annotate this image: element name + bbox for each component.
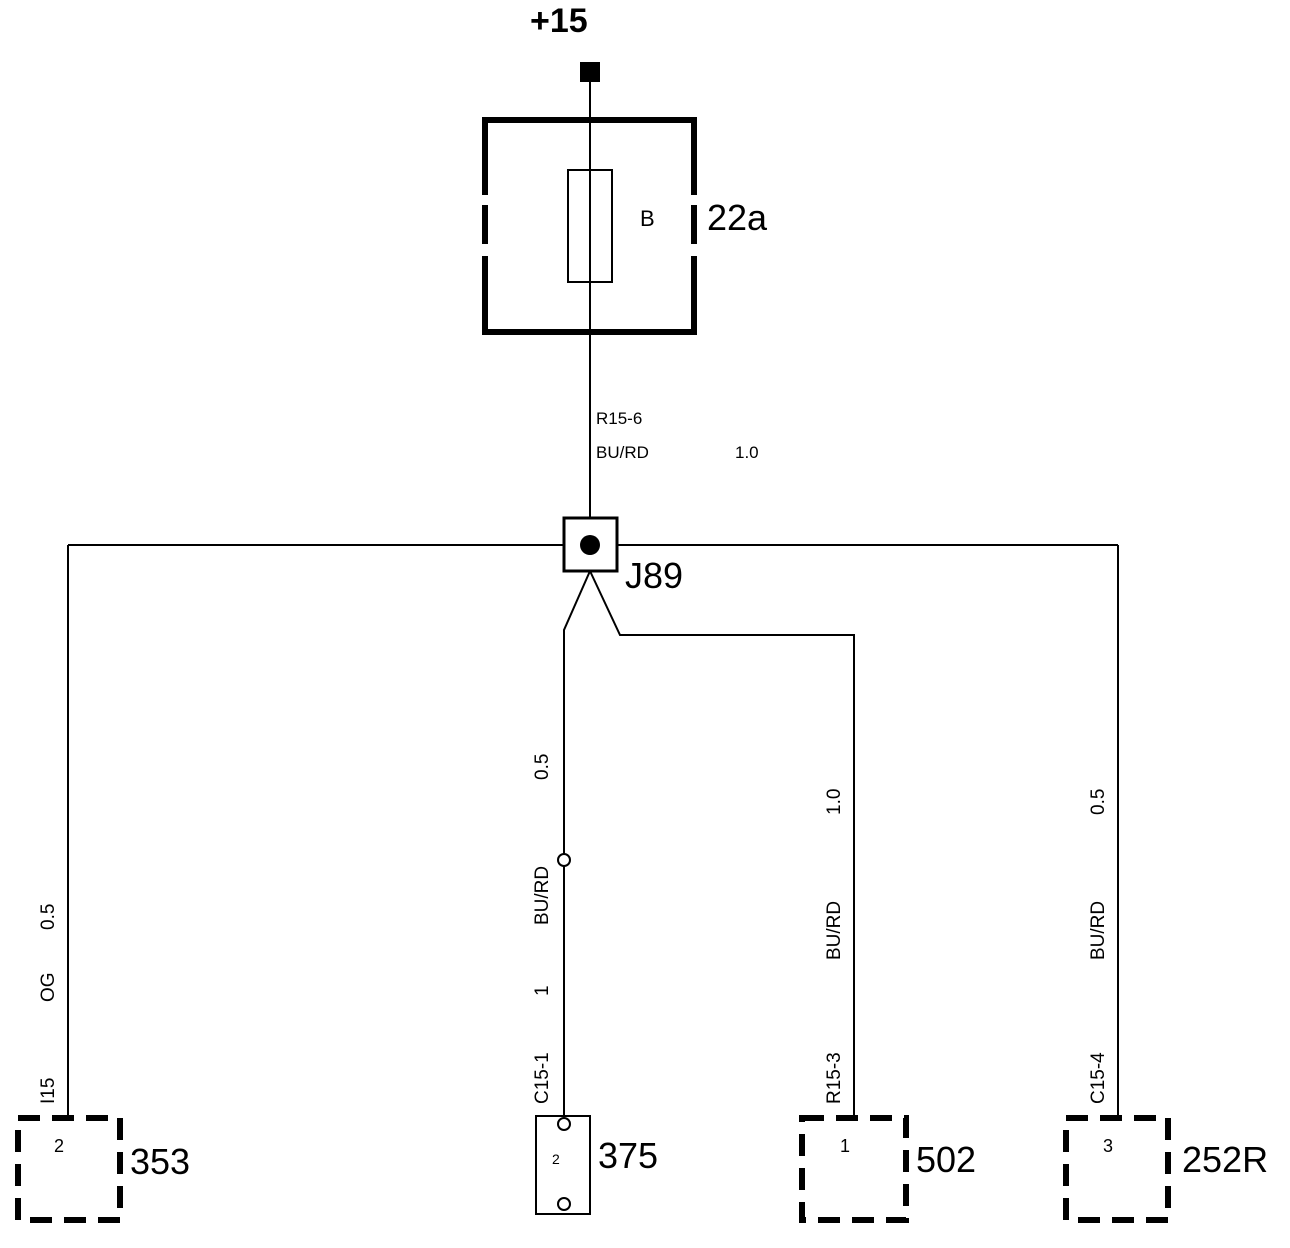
- branch-375-color: BU/RD: [532, 866, 553, 925]
- junction-id: J89: [625, 555, 683, 596]
- branch-375-terminal: [557, 853, 571, 867]
- component-353-box: [15, 1115, 123, 1223]
- component-375-pin-top: [557, 1117, 571, 1131]
- branch-375-wire: [563, 570, 591, 1120]
- component-375-id: 375: [598, 1135, 658, 1176]
- branch-252R-connector: C15-4: [1088, 1052, 1109, 1104]
- branch-353-connector: I15: [38, 1078, 59, 1104]
- junction-dot: [580, 535, 600, 555]
- component-252R-pin: 3: [1103, 1136, 1113, 1156]
- branch-353-color: OG: [38, 972, 59, 1002]
- component-502-id: 502: [916, 1139, 976, 1180]
- component-502-box: [799, 1115, 909, 1223]
- fuse-inner-label: B: [640, 206, 655, 231]
- supply-label: +15: [530, 2, 588, 40]
- branch-502-color: BU/RD: [824, 901, 845, 960]
- main-wire-color: BU/RD: [596, 443, 649, 462]
- branch-502-connector: R15-3: [824, 1052, 845, 1104]
- main-wire-connector: R15-6: [596, 409, 642, 428]
- supply-terminal: [580, 62, 600, 82]
- component-252R-box: [1063, 1115, 1171, 1223]
- component-375-pin-bottom: [557, 1197, 571, 1211]
- component-375-pin: 2: [552, 1151, 560, 1167]
- branch-502-size: 1.0: [824, 789, 845, 815]
- branch-375-connector: C15-1: [532, 1052, 553, 1104]
- component-252R-id: 252R: [1182, 1139, 1268, 1180]
- branch-502-wire: [589, 570, 855, 1118]
- branch-375-size: 0.5: [532, 754, 553, 780]
- component-353-id: 353: [130, 1141, 190, 1182]
- component-502-pin: 1: [840, 1136, 850, 1156]
- main-wire-size: 1.0: [735, 443, 759, 462]
- component-353-pin: 2: [54, 1136, 64, 1156]
- branch-353-size: 0.5: [38, 904, 59, 930]
- branch-252R-size: 0.5: [1088, 789, 1109, 815]
- branch-252R-color: BU/RD: [1088, 901, 1109, 960]
- fuse-id: 22a: [707, 197, 768, 238]
- branch-375-pin-number: 1: [532, 985, 553, 996]
